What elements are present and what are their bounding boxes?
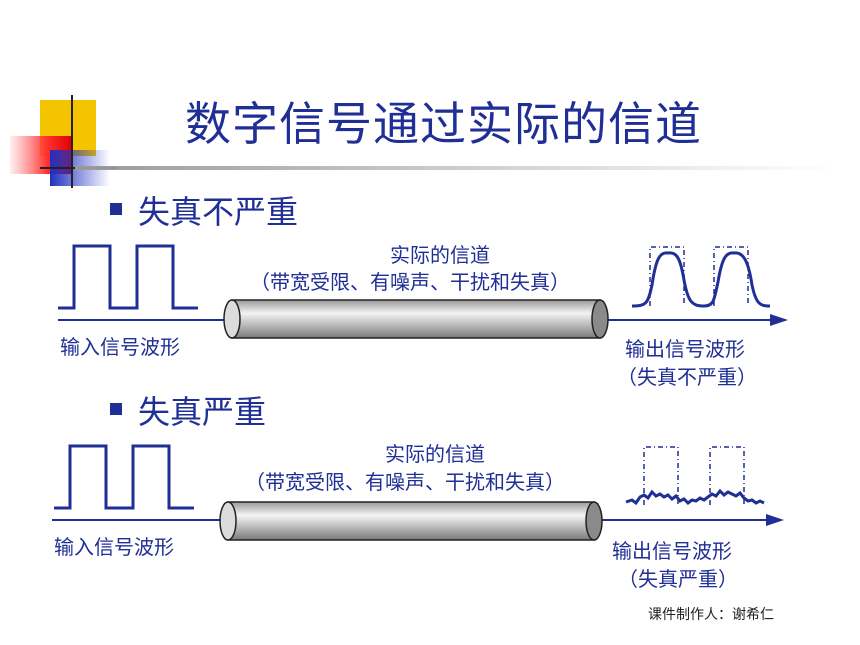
output-wave-mild-1 bbox=[631, 246, 771, 308]
channel-cylinder-1 bbox=[223, 299, 609, 339]
section-heading-mild: 失真不严重 bbox=[138, 193, 299, 231]
title-rule bbox=[75, 166, 835, 170]
input-label: 输入信号波形 bbox=[54, 535, 174, 559]
bullet-marker bbox=[110, 403, 122, 415]
channel-description: （带宽受限、有噪声、干扰和失真） bbox=[250, 270, 570, 294]
output-note: （失真严重） bbox=[618, 567, 738, 591]
bullet-marker bbox=[110, 203, 122, 215]
channel-description: （带宽受限、有噪声、干扰和失真） bbox=[245, 470, 565, 494]
page-title: 数字信号通过实际的信道 bbox=[185, 97, 702, 151]
input-label: 输入信号波形 bbox=[60, 335, 180, 359]
decorative-logo bbox=[10, 95, 118, 188]
channel-cylinder-2 bbox=[219, 501, 603, 541]
output-wave-severe-2 bbox=[625, 446, 765, 506]
output-label: 输出信号波形 bbox=[612, 539, 732, 563]
output-note: （失真不严重） bbox=[617, 365, 757, 389]
channel-label: 实际的信道 bbox=[390, 243, 490, 267]
input-square-wave-2 bbox=[54, 444, 194, 510]
output-label: 输出信号波形 bbox=[625, 337, 745, 361]
input-square-wave-1 bbox=[58, 244, 198, 310]
author-credit: 课件制作人：谢希仁 bbox=[648, 607, 774, 623]
channel-label: 实际的信道 bbox=[385, 442, 485, 466]
section-heading-severe: 失真严重 bbox=[138, 393, 267, 431]
